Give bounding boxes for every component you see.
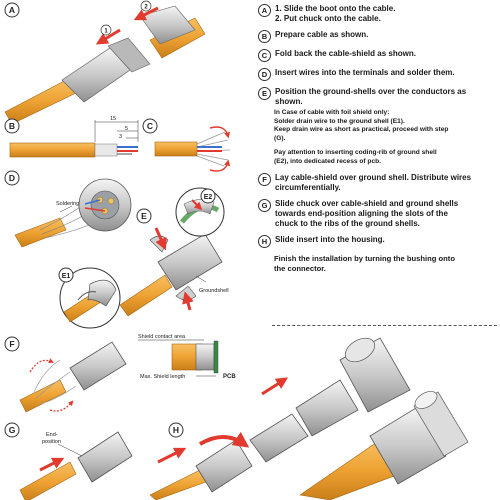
arrow-2-number: 2 — [144, 5, 148, 11]
step-d-line-1: Insert wires into the terminals and sold… — [275, 68, 455, 77]
step-e-badge: E — [258, 87, 271, 100]
connector-e — [157, 233, 223, 291]
step-h: H Slide insert into the housing. — [258, 234, 498, 248]
panel-b: B 15 5 3 — [4, 116, 139, 158]
foil-note-line-3: (G). — [274, 134, 286, 142]
dim-5: 5 — [125, 126, 128, 132]
step-g-line-1: Slide chuck over cable-shield and ground… — [275, 198, 459, 208]
part-a-chuck — [139, 5, 196, 45]
panel-a: A 1 2 — [4, 0, 206, 125]
coding-rib-note: Pay attention to inserting coding-rib of… — [274, 149, 498, 166]
cable-b — [9, 142, 96, 158]
panel-e-label: E — [141, 211, 147, 221]
step-a-line-2: 2. Put chuck onto the cable. — [275, 14, 381, 23]
step-e-line-1: Position the ground-shells over the cond… — [275, 87, 467, 96]
step-a: A 1. Slide the boot onto the cable.2. Pu… — [258, 4, 498, 24]
cable-c — [154, 141, 198, 157]
panel-c-label: C — [147, 121, 153, 131]
arrow-1-number: 1 — [104, 29, 108, 35]
panel-e2-label: E2 — [204, 194, 213, 201]
step-c-line-1: Fold back the cable-shield as shown. — [275, 49, 416, 58]
panel-d-label: D — [9, 173, 15, 183]
dim-3: 3 — [119, 134, 122, 140]
step-f-line-1: Lay cable-shield over ground shell. Dist… — [275, 172, 472, 182]
foil-shield-note: In Case of cable with foil shield only: … — [274, 109, 498, 143]
foil-note-line-2: Keep drain wire as short as practical, p… — [274, 126, 449, 134]
end-position-label-2: position — [42, 439, 61, 445]
step-e-line-2: shown. — [275, 97, 303, 106]
end-position-label-1: End- — [46, 432, 58, 438]
panel-a-label: A — [9, 5, 15, 15]
step-f-line-2: circumferentially. — [275, 182, 341, 192]
step-g: G Slide chuck over cable-shield and grou… — [258, 198, 498, 229]
foil-note-title: In Case of cable with foil shield only: — [274, 109, 390, 116]
dashed-divider — [272, 325, 497, 326]
panel-g-label: G — [9, 425, 16, 435]
panel-d: D Soldering — [4, 170, 132, 248]
max-shield-label: Max. Shield length — [140, 374, 185, 380]
panel-h: H — [149, 337, 469, 500]
panel-e1-label: E1 — [62, 273, 71, 280]
final-note-line-1: Finish the installation by turning the b… — [274, 253, 455, 263]
shield-contact-label: Shield contact area — [138, 334, 186, 340]
step-a-line-1: 1. Slide the boot onto the cable. — [275, 4, 396, 13]
step-h-line-1: Slide insert into the housing. — [275, 234, 385, 244]
step-d-badge: D — [258, 68, 271, 81]
panel-f-label: F — [9, 339, 14, 349]
soldering-label: Soldering — [56, 201, 79, 207]
step-f-badge: F — [258, 172, 271, 186]
panel-c: C — [142, 118, 231, 172]
instruction-steps: A 1. Slide the boot onto the cable.2. Pu… — [258, 4, 498, 274]
foil-note-line-1: Solder drain wire to the ground shell (E… — [274, 117, 405, 125]
panel-e1: E1 — [58, 267, 121, 329]
step-c-badge: C — [258, 49, 271, 62]
panel-a-badge — [4, 2, 20, 18]
arrow-1-badge — [100, 24, 112, 36]
boot-h — [195, 439, 253, 493]
step-b-line-1: Prepare cable as shown. — [275, 30, 369, 39]
connector-f — [69, 341, 127, 391]
step-d: D Insert wires into the terminals and so… — [258, 68, 498, 81]
pcb-label: PCB — [223, 374, 236, 380]
panel-h-label: H — [173, 425, 179, 435]
step-b: B Prepare cable as shown. — [258, 30, 498, 43]
step-c: C Fold back the cable-shield as shown. — [258, 49, 498, 62]
connector-g — [77, 431, 133, 483]
arrow-2-badge — [140, 0, 152, 12]
dim-15: 15 — [110, 116, 116, 122]
final-note: Finish the installation by turning the b… — [274, 254, 498, 274]
chuck-a — [107, 37, 151, 73]
step-g-badge: G — [258, 198, 271, 212]
step-b-badge: B — [258, 30, 271, 43]
pay-note-line-1: Pay attention to inserting coding-rib of… — [274, 149, 437, 157]
insert-h — [295, 379, 359, 437]
panel-b-label: B — [9, 121, 15, 131]
pay-note-line-2: (E2), into dedicated recess of pcb. — [274, 157, 381, 165]
chuck-h — [249, 413, 309, 463]
step-a-badge: A — [258, 4, 271, 17]
step-f: F Lay cable-shield over ground shell. Di… — [258, 172, 498, 193]
step-g-line-2: towards end-position aligning the slots … — [275, 208, 448, 218]
step-e: E Position the ground-shells over the co… — [258, 87, 498, 107]
arrow-1 — [95, 28, 121, 45]
arrow-2 — [133, 6, 159, 21]
panel-f: F Shield contact area Max. Shield length… — [4, 334, 236, 413]
final-note-line-2: the connector. — [274, 263, 326, 273]
step-g-line-3: chuck to the ribs of the ground shells. — [275, 218, 420, 228]
step-h-badge: H — [258, 234, 271, 248]
shield-b — [94, 143, 118, 157]
panel-e: E Groundshell E2 — [119, 187, 229, 317]
panel-g: G End- position — [4, 422, 133, 500]
groundshell-label: Groundshell — [199, 288, 229, 294]
